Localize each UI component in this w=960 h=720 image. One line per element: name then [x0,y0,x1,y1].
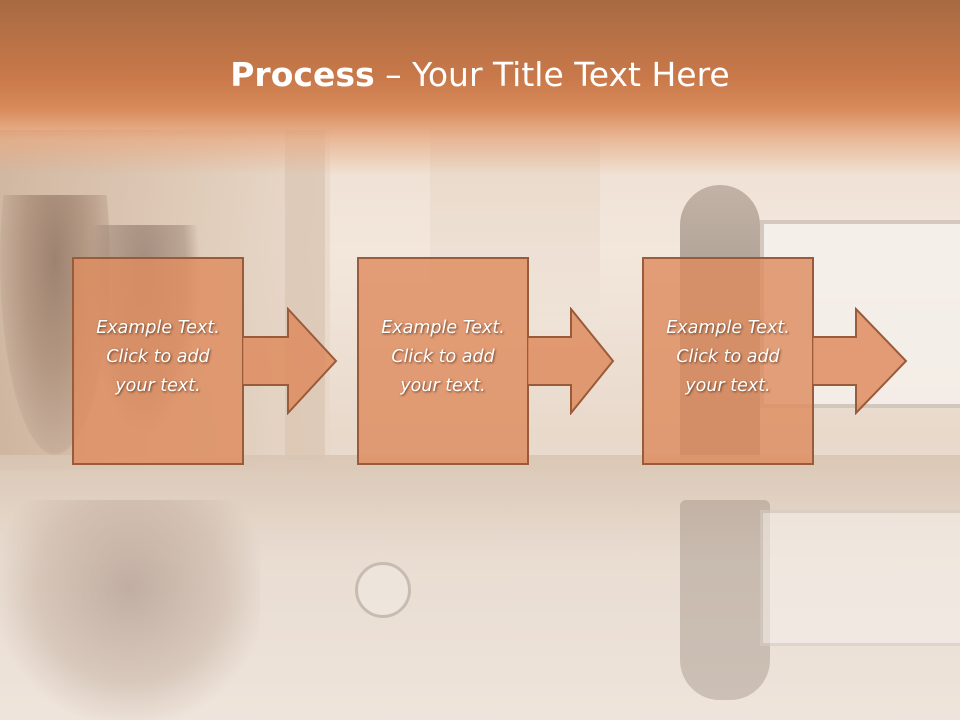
process-step-1[interactable]: Example Text. Click to add your text. [72,257,244,465]
table-reflection-people [0,500,260,720]
title-band [0,0,960,175]
title-bold: Process [230,55,375,94]
clock-reflection [355,562,411,618]
arrow-right-icon [242,307,338,415]
title-rest: – Your Title Text Here [374,55,730,94]
table-reflection-presenter [680,500,770,700]
process-step-2-text[interactable]: Example Text. Click to add your text. [381,318,505,396]
process-step-3-text[interactable]: Example Text. Click to add your text. [666,318,790,396]
table-reflection-whiteboard [760,510,960,646]
process-step-1-text[interactable]: Example Text. Click to add your text. [96,318,220,396]
process-step-3[interactable]: Example Text. Click to add your text. [642,257,814,465]
arrow-right-icon [527,307,615,415]
slide-title[interactable]: Process – Your Title Text Here [0,52,960,98]
arrow-right-icon [812,307,908,415]
process-step-2[interactable]: Example Text. Click to add your text. [357,257,529,465]
